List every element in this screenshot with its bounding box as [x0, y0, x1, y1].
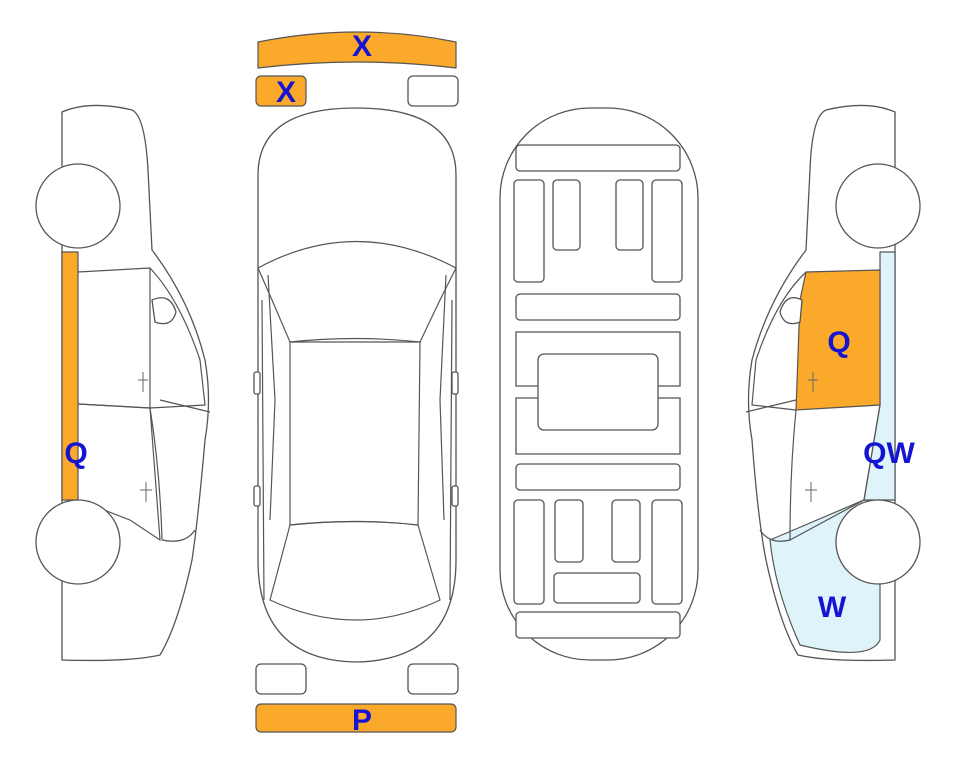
- label-top-bumper: X: [352, 30, 372, 63]
- right-side-view: [746, 105, 920, 660]
- label-right-quarter: W: [818, 591, 847, 624]
- interior-view: [500, 108, 698, 660]
- right-rear-wheel: [836, 500, 920, 584]
- interior-rear-left-cushion[interactable]: [555, 500, 583, 562]
- interior-rear-right-cushion[interactable]: [612, 500, 640, 562]
- label-left-pillar: Q: [64, 437, 87, 470]
- interior-dashboard[interactable]: [516, 145, 680, 171]
- top-body-outline: [258, 108, 456, 662]
- interior-front-row[interactable]: [516, 294, 680, 320]
- rear-right-light[interactable]: [408, 664, 458, 694]
- interior-trunk[interactable]: [516, 612, 680, 638]
- left-rear-wheel: [36, 164, 120, 248]
- top-left-mirror[interactable]: [254, 372, 260, 394]
- interior-front-left-cushion[interactable]: [553, 180, 580, 250]
- top-right-mirror[interactable]: [452, 372, 458, 394]
- label-top-left-light: X: [276, 76, 296, 109]
- interior-rear-right-seat[interactable]: [652, 500, 682, 604]
- interior-rear-row[interactable]: [516, 464, 680, 490]
- top-right-handle[interactable]: [452, 486, 458, 506]
- interior-rear-bench[interactable]: [554, 573, 640, 603]
- interior-console[interactable]: [538, 354, 658, 430]
- label-right-rear: QW: [863, 437, 915, 470]
- interior-front-right-cushion[interactable]: [616, 180, 643, 250]
- top-left-handle[interactable]: [254, 486, 260, 506]
- right-front-wheel: [836, 164, 920, 248]
- rear-left-light[interactable]: [256, 664, 306, 694]
- top-view: [254, 32, 458, 732]
- interior-front-right-seat[interactable]: [652, 180, 682, 282]
- left-side-view: [36, 105, 210, 660]
- interior-front-left-seat[interactable]: [514, 180, 544, 282]
- left-front-wheel: [36, 500, 120, 584]
- front-right-light[interactable]: [408, 76, 458, 106]
- label-right-door: Q: [827, 326, 850, 359]
- label-rear-bumper: P: [352, 704, 372, 737]
- interior-rear-left-seat[interactable]: [514, 500, 544, 604]
